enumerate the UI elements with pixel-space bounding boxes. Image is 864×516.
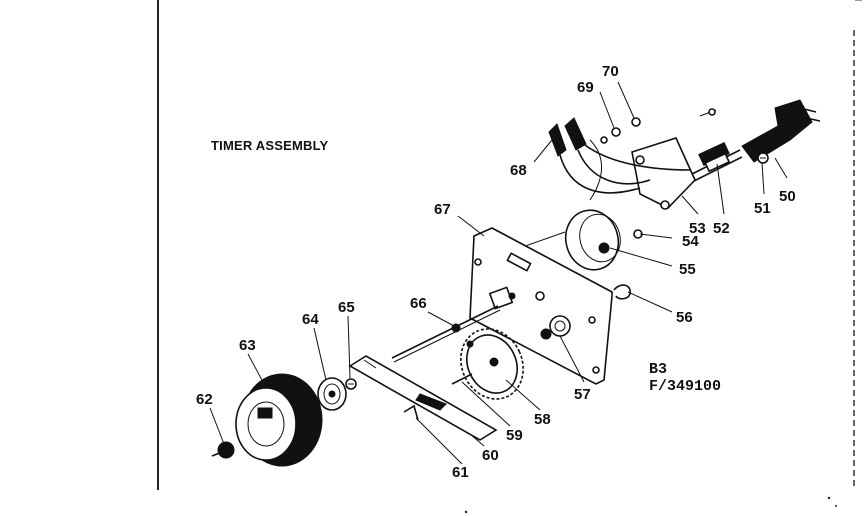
- diagram-title: TIMER ASSEMBLY: [211, 138, 329, 153]
- callout-50: 50: [779, 188, 796, 205]
- callout-61: 61: [452, 464, 469, 481]
- callout-67: 67: [434, 201, 451, 218]
- wire-nuts-68: [548, 117, 691, 201]
- power-plug: [689, 99, 821, 183]
- lever-60: [348, 355, 498, 441]
- callout-69: 69: [577, 79, 594, 96]
- knob-screw-62: [211, 441, 235, 459]
- callout-64: 64: [302, 311, 319, 328]
- clip-56: [613, 284, 631, 300]
- scan-dot: [827, 496, 831, 500]
- callout-53: 53: [689, 220, 706, 237]
- callout-63: 63: [239, 337, 256, 354]
- hub-64: [317, 377, 347, 411]
- callout-60: 60: [482, 447, 499, 464]
- callout-68: 68: [510, 162, 527, 179]
- callout-62: 62: [196, 391, 213, 408]
- callout-58: 58: [534, 411, 551, 428]
- callout-55: 55: [679, 261, 696, 278]
- timer-plate-67: [469, 227, 613, 385]
- scan-dot: [464, 510, 468, 514]
- diagram-code-line2: F/349100: [649, 378, 721, 395]
- leader-lines: [209, 81, 788, 465]
- callout-66: 66: [410, 295, 427, 312]
- cord-bracket-53: [631, 108, 717, 210]
- callout-59: 59: [506, 427, 523, 444]
- screw-70: [631, 117, 641, 127]
- callout-56: 56: [676, 309, 693, 326]
- strain-relief-52: [698, 141, 731, 173]
- diagram-code-line1: B3: [649, 361, 667, 378]
- callout-54: 54: [682, 233, 699, 250]
- screw-65: [345, 378, 357, 390]
- spring-61: [403, 404, 419, 421]
- callout-65: 65: [338, 299, 355, 316]
- pin-59: [451, 373, 473, 385]
- timer-knob-63: [235, 373, 323, 467]
- callout-52: 52: [713, 220, 730, 237]
- screw-69: [600, 127, 621, 144]
- callout-51: 51: [754, 200, 771, 217]
- scan-dot: [835, 505, 837, 507]
- screw-51: [757, 152, 769, 164]
- callout-57: 57: [574, 386, 591, 403]
- callout-70: 70: [602, 63, 619, 80]
- callout-labels: 50 51 52 53 54 55 56 57 58 59 60 61 62 6…: [196, 63, 796, 481]
